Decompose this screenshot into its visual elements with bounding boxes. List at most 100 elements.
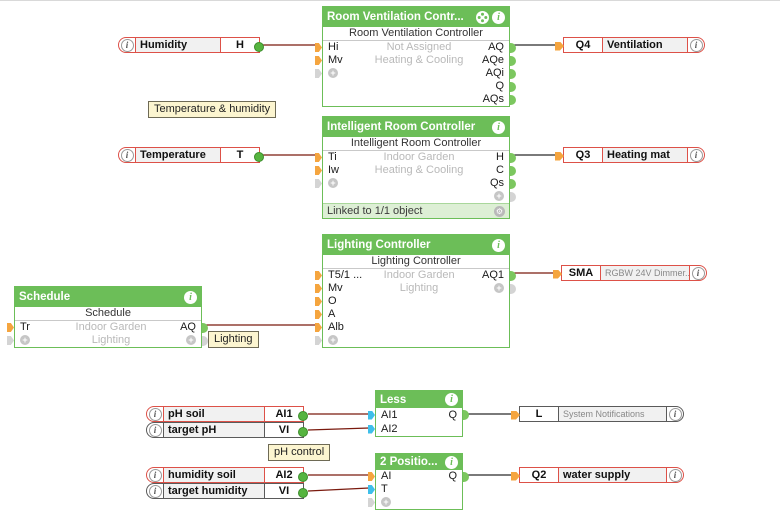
add-output-connector[interactable] <box>510 283 516 294</box>
output-connector[interactable] <box>463 410 469 420</box>
info-icon[interactable]: i <box>492 120 505 134</box>
add-output-connector[interactable] <box>510 191 516 202</box>
input-connector[interactable] <box>368 485 375 494</box>
info-icon[interactable]: i <box>148 484 162 498</box>
output-connector[interactable] <box>202 322 208 333</box>
block-less[interactable]: Less i AI1 Q AI2 <box>368 390 469 437</box>
output-connector[interactable] <box>510 55 516 66</box>
info-icon[interactable]: i <box>148 423 162 437</box>
actuator-water-supply[interactable]: Q2 water supply i <box>511 467 684 483</box>
add-input-icon[interactable]: + <box>20 335 30 345</box>
add-output-icon[interactable]: + <box>494 283 504 293</box>
info-icon[interactable]: i <box>668 407 682 421</box>
input-connector[interactable] <box>368 424 375 434</box>
actuator-heating-mat[interactable]: Q3 Heating mat i <box>555 147 705 163</box>
input-connector[interactable] <box>315 166 322 175</box>
output-connector[interactable] <box>254 151 264 162</box>
input-connector[interactable] <box>315 43 322 52</box>
input-connector[interactable] <box>511 471 520 481</box>
comment-lighting[interactable]: Lighting <box>208 331 259 348</box>
output-connector[interactable] <box>510 270 516 281</box>
add-input-icon[interactable]: + <box>328 178 338 188</box>
input-connector[interactable] <box>553 269 562 279</box>
info-icon[interactable]: i <box>689 148 703 162</box>
block-room-ventilation-controller[interactable]: Room Ventilation Contr... i Room Ventila… <box>315 6 516 107</box>
info-icon[interactable]: i <box>184 290 197 304</box>
info-icon[interactable]: i <box>148 407 162 421</box>
add-output-icon[interactable]: + <box>494 191 504 201</box>
info-icon[interactable]: i <box>691 266 705 280</box>
block-2-position-controller[interactable]: 2 Positio... i AI Q T + <box>368 453 469 510</box>
add-input-connector[interactable] <box>315 179 322 188</box>
add-input-connector[interactable] <box>315 69 322 78</box>
output-connector[interactable] <box>510 165 516 176</box>
gear-icon[interactable]: ⚙ <box>494 205 505 217</box>
info-icon[interactable]: i <box>492 10 505 24</box>
output-connector[interactable] <box>510 152 516 163</box>
output-connector[interactable] <box>298 487 308 498</box>
info-icon[interactable]: i <box>689 38 703 52</box>
info-icon[interactable]: i <box>148 468 162 482</box>
input-connector[interactable] <box>315 56 322 65</box>
input-connector[interactable] <box>315 153 322 162</box>
block-header: Less i <box>376 391 462 408</box>
input-connector[interactable] <box>315 310 322 319</box>
add-input-connector[interactable] <box>315 336 322 345</box>
sensor-humidity-soil[interactable]: i humidity soil AI2 <box>146 467 308 483</box>
input-connector[interactable] <box>315 323 322 332</box>
block-lighting-controller[interactable]: Lighting Controller i Lighting Controlle… <box>315 234 516 348</box>
actuator-system-notifications[interactable]: L System Notifications i <box>511 406 684 422</box>
info-icon[interactable]: i <box>445 455 458 469</box>
add-input-connector[interactable] <box>368 498 375 507</box>
info-icon[interactable]: i <box>445 393 458 406</box>
input-label: T <box>381 483 388 495</box>
info-icon[interactable]: i <box>120 38 134 52</box>
add-input-icon[interactable]: + <box>328 335 338 345</box>
output-connector[interactable] <box>298 471 308 482</box>
info-icon[interactable]: i <box>492 238 505 252</box>
output-connector[interactable] <box>510 68 516 79</box>
output-connector[interactable] <box>298 410 308 421</box>
info-icon[interactable]: i <box>668 468 682 482</box>
input-connector[interactable] <box>511 410 520 420</box>
add-output-icon[interactable]: + <box>186 335 196 345</box>
output-connector[interactable] <box>510 178 516 189</box>
output-connector[interactable] <box>463 471 469 482</box>
output-label: Qs <box>489 177 504 189</box>
input-connector[interactable] <box>368 472 375 481</box>
input-connector[interactable] <box>315 297 322 306</box>
visualization-icon[interactable] <box>476 10 489 24</box>
sensor-target-humidity[interactable]: i target humidity VI <box>146 483 308 499</box>
sensor-ph-soil[interactable]: i pH soil AI1 <box>146 406 308 422</box>
actuator-ventilation[interactable]: Q4 Ventilation i <box>555 37 705 53</box>
block-intelligent-room-controller[interactable]: Intelligent Room Controller i Intelligen… <box>315 116 516 219</box>
input-connector[interactable] <box>7 323 14 332</box>
output-connector[interactable] <box>510 42 516 53</box>
input-connector[interactable] <box>315 284 322 293</box>
output-connector[interactable] <box>254 41 264 52</box>
comment-temperature-humidity[interactable]: Temperature & humidity <box>148 101 277 118</box>
sensor-target-ph[interactable]: i target pH VI <box>146 422 308 438</box>
output-connector[interactable] <box>298 426 308 437</box>
actuator-label: water supply <box>558 468 667 482</box>
comment-ph-control[interactable]: pH control <box>268 444 331 461</box>
block-schedule[interactable]: Schedule i Schedule Tr Indoor Garden AQ … <box>7 286 208 348</box>
add-input-connector[interactable] <box>7 336 14 345</box>
add-input-icon[interactable]: + <box>381 497 391 507</box>
sensor-temperature[interactable]: i Temperature T <box>118 147 264 163</box>
block-title: 2 Positio... <box>380 456 438 468</box>
output-connector[interactable] <box>510 94 516 105</box>
input-connector[interactable] <box>555 151 564 161</box>
block-title: Schedule <box>19 291 71 303</box>
info-icon[interactable]: i <box>120 148 134 162</box>
input-connector[interactable] <box>368 410 375 420</box>
input-connector[interactable] <box>315 271 322 280</box>
input-connector[interactable] <box>555 41 564 51</box>
actuator-rgbw-dimmer[interactable]: SMA RGBW 24V Dimmer... i <box>553 265 707 281</box>
output-label: Q <box>448 409 457 421</box>
add-input-icon[interactable]: + <box>328 68 338 78</box>
sensor-humidity[interactable]: i Humidity H <box>118 37 264 53</box>
output-connector[interactable] <box>510 81 516 92</box>
add-output-connector[interactable] <box>202 335 208 346</box>
